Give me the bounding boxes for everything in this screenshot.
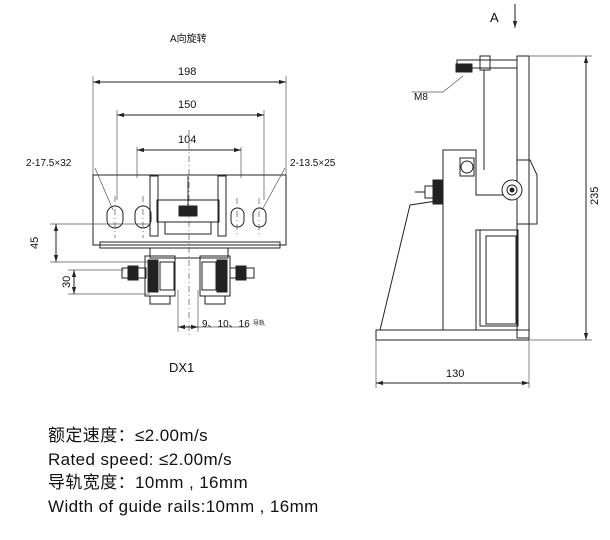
dimension-104: 104 <box>178 134 196 146</box>
spec-speed-cn: 额定速度：≤2.00m/s <box>48 426 209 445</box>
slots-right <box>230 198 267 237</box>
dimension-235: 235 <box>589 187 601 205</box>
slot-label-right: 2-13.5×25 <box>290 158 336 169</box>
spec-rail-en: Width of guide rails:10mm , 16mm <box>48 496 319 516</box>
dimension-45: 45 <box>29 237 41 249</box>
slot-label-left: 2-17.5×32 <box>26 158 72 169</box>
bolt-label: M8 <box>414 92 428 103</box>
spec-speed-en: Rated speed: ≤2.00m/s <box>48 449 233 469</box>
technical-drawing: A向旋转 198 150 104 <box>26 4 601 388</box>
side-view: A M8 235 <box>375 4 601 388</box>
spec-rail-cn: 导轨宽度：10mm , 16mm <box>48 473 249 492</box>
slots-left <box>106 196 152 238</box>
dimension-150: 150 <box>178 99 196 111</box>
part-name: DX1 <box>169 360 194 375</box>
spec-list: 额定速度：≤2.00m/s Rated speed: ≤2.00m/s 导轨宽度… <box>48 424 319 518</box>
view-label: A向旋转 <box>170 32 207 45</box>
dimension-198: 198 <box>178 66 196 78</box>
rail-width-label: 9、10、16 <box>202 319 250 330</box>
dimension-130: 130 <box>446 368 464 380</box>
view-arrow-label: A <box>490 10 499 25</box>
rail-unit-label: 导轨 <box>253 319 265 327</box>
dimension-30: 30 <box>61 276 73 288</box>
front-view: A向旋转 198 150 104 <box>26 32 336 375</box>
